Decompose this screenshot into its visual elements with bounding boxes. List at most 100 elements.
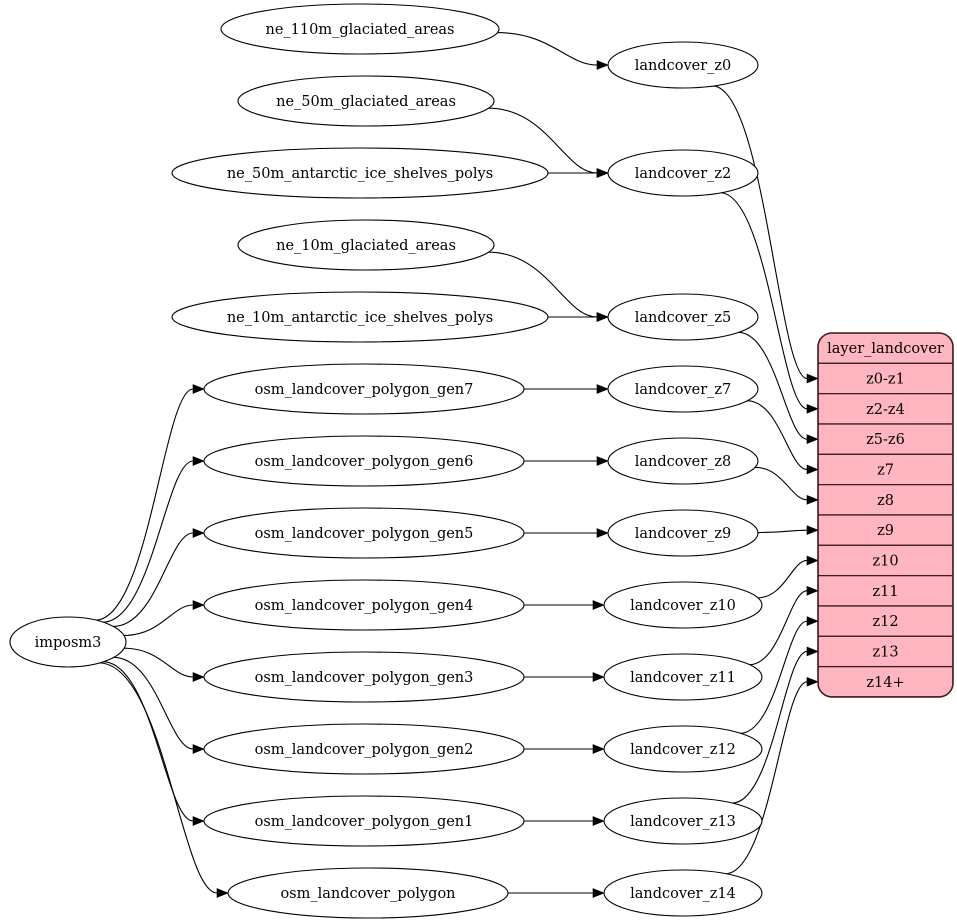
edge-arrowhead bbox=[596, 312, 609, 322]
source-node-label: ne_50m_glaciated_areas bbox=[276, 94, 456, 110]
table-row-cell[interactable] bbox=[818, 423, 953, 455]
edge bbox=[712, 85, 808, 380]
layer-node-shape bbox=[607, 365, 759, 413]
source-node-label: ne_10m_antarctic_ice_shelves_polys bbox=[227, 310, 493, 326]
table-row-label: z5-z6 bbox=[866, 432, 905, 448]
edge-arrowhead bbox=[592, 888, 605, 898]
source-node-shape bbox=[237, 75, 495, 127]
layer-node-0[interactable]: landcover_z0 bbox=[607, 41, 759, 89]
edge bbox=[496, 32, 598, 66]
edge bbox=[102, 460, 194, 623]
edge-arrowhead bbox=[192, 384, 205, 394]
layer-node-9[interactable]: landcover_z13 bbox=[603, 797, 763, 845]
table-row-label: z8 bbox=[877, 493, 894, 509]
layer-node-label: landcover_z2 bbox=[635, 166, 732, 182]
edge bbox=[754, 466, 808, 501]
edge bbox=[757, 529, 808, 534]
source-node-12[interactable]: osm_landcover_polygon bbox=[227, 867, 509, 919]
source-node-label: osm_landcover_polygon_gen1 bbox=[255, 814, 474, 830]
root-node-label: imposm3 bbox=[35, 635, 102, 651]
source-node-0[interactable]: ne_110m_glaciated_areas bbox=[220, 3, 500, 55]
table-layer: layer_landcoverz0-z1z2-z4z5-z6z7z8z9z10z… bbox=[817, 332, 954, 698]
source-node-shape bbox=[203, 723, 525, 775]
edge-arrowhead bbox=[192, 600, 205, 610]
layer-node-2[interactable]: landcover_z5 bbox=[607, 293, 759, 341]
source-node-shape bbox=[171, 291, 549, 343]
table-row-label: z14+ bbox=[866, 675, 904, 691]
source-node-shape bbox=[203, 579, 525, 631]
layer-node-4[interactable]: landcover_z8 bbox=[607, 437, 759, 485]
edge-arrowhead bbox=[806, 525, 819, 535]
node-layer: ne_110m_glaciated_areas ne_50m_glaciated_… bbox=[9, 3, 763, 919]
source-node-shape bbox=[203, 363, 525, 415]
edge-arrowhead bbox=[192, 528, 205, 538]
edge bbox=[95, 388, 194, 621]
edge-arrowhead bbox=[806, 646, 819, 657]
edge-arrowhead bbox=[596, 60, 609, 70]
table-outline bbox=[817, 332, 954, 698]
table-row-label: z7 bbox=[877, 462, 894, 478]
source-node-4[interactable]: ne_10m_antarctic_ice_shelves_polys bbox=[171, 291, 549, 343]
table-row-cell[interactable] bbox=[818, 514, 953, 546]
edge bbox=[102, 661, 194, 822]
layer-node-5[interactable]: landcover_z9 bbox=[607, 509, 759, 557]
edge-arrowhead bbox=[806, 585, 819, 596]
source-node-11[interactable]: osm_landcover_polygon_gen1 bbox=[203, 795, 525, 847]
source-node-label: ne_10m_glaciated_areas bbox=[276, 238, 456, 254]
source-node-6[interactable]: osm_landcover_polygon_gen6 bbox=[203, 435, 525, 487]
table-row-cell[interactable] bbox=[818, 544, 953, 577]
layer-landcover-table[interactable]: layer_landcoverz0-z1z2-z4z5-z6z7z8z9z10z… bbox=[818, 333, 953, 697]
edge-arrowhead bbox=[592, 816, 605, 826]
edge-arrowhead bbox=[806, 676, 819, 687]
edge bbox=[112, 532, 194, 628]
table-row-cell[interactable] bbox=[818, 393, 953, 425]
table-row-label: z13 bbox=[872, 644, 898, 660]
source-node-shape bbox=[203, 435, 525, 487]
edge bbox=[123, 647, 194, 678]
layer-node-label: landcover_z13 bbox=[630, 814, 736, 830]
edge bbox=[487, 107, 598, 174]
edge bbox=[98, 662, 218, 894]
layer-node-7[interactable]: landcover_z11 bbox=[603, 653, 763, 701]
edge bbox=[725, 681, 808, 875]
edge-arrowhead bbox=[216, 888, 229, 898]
layer-node-1[interactable]: landcover_z2 bbox=[607, 149, 759, 197]
edge-arrowhead bbox=[192, 456, 205, 466]
edge bbox=[738, 331, 808, 440]
source-node-shape bbox=[203, 795, 525, 847]
root-node-0[interactable]: imposm3 bbox=[9, 616, 127, 668]
edge bbox=[113, 656, 194, 750]
source-node-3[interactable]: ne_10m_glaciated_areas bbox=[237, 219, 495, 271]
edge-arrowhead bbox=[192, 672, 205, 682]
edge-arrowhead bbox=[192, 744, 205, 754]
edge bbox=[746, 400, 808, 471]
layer-node-shape bbox=[603, 653, 763, 701]
source-node-8[interactable]: osm_landcover_polygon_gen4 bbox=[203, 579, 525, 631]
source-node-5[interactable]: osm_landcover_polygon_gen7 bbox=[203, 363, 525, 415]
source-node-1[interactable]: ne_50m_glaciated_areas bbox=[237, 75, 495, 127]
source-node-label: osm_landcover_polygon_gen7 bbox=[255, 382, 474, 398]
source-node-9[interactable]: osm_landcover_polygon_gen3 bbox=[203, 651, 525, 703]
table-row-cell[interactable] bbox=[818, 665, 953, 697]
source-node-label: osm_landcover_polygon_gen2 bbox=[255, 742, 474, 758]
table-row-cell[interactable] bbox=[818, 635, 953, 668]
layer-node-8[interactable]: landcover_z12 bbox=[603, 725, 763, 773]
layer-node-10[interactable]: landcover_z14 bbox=[603, 869, 763, 917]
source-node-7[interactable]: osm_landcover_polygon_gen5 bbox=[203, 507, 525, 559]
table-row-label: z0-z1 bbox=[866, 371, 905, 387]
source-node-label: osm_landcover_polygon_gen4 bbox=[255, 598, 474, 614]
layer-node-6[interactable]: landcover_z10 bbox=[603, 581, 763, 629]
table-row-cell[interactable] bbox=[818, 453, 953, 486]
edge-arrowhead bbox=[592, 600, 605, 610]
edge-arrowhead bbox=[596, 168, 609, 178]
edge-arrowhead bbox=[596, 456, 609, 466]
layer-node-3[interactable]: landcover_z7 bbox=[607, 365, 759, 413]
source-node-label: ne_50m_antarctic_ice_shelves_polys bbox=[227, 166, 493, 182]
edge bbox=[739, 620, 808, 734]
layer-node-shape bbox=[603, 581, 763, 629]
source-node-2[interactable]: ne_50m_antarctic_ice_shelves_polys bbox=[171, 147, 549, 199]
edge-arrowhead bbox=[806, 403, 819, 414]
table-row-cell[interactable] bbox=[818, 605, 953, 637]
source-node-label: ne_110m_glaciated_areas bbox=[266, 22, 455, 38]
source-node-10[interactable]: osm_landcover_polygon_gen2 bbox=[203, 723, 525, 775]
